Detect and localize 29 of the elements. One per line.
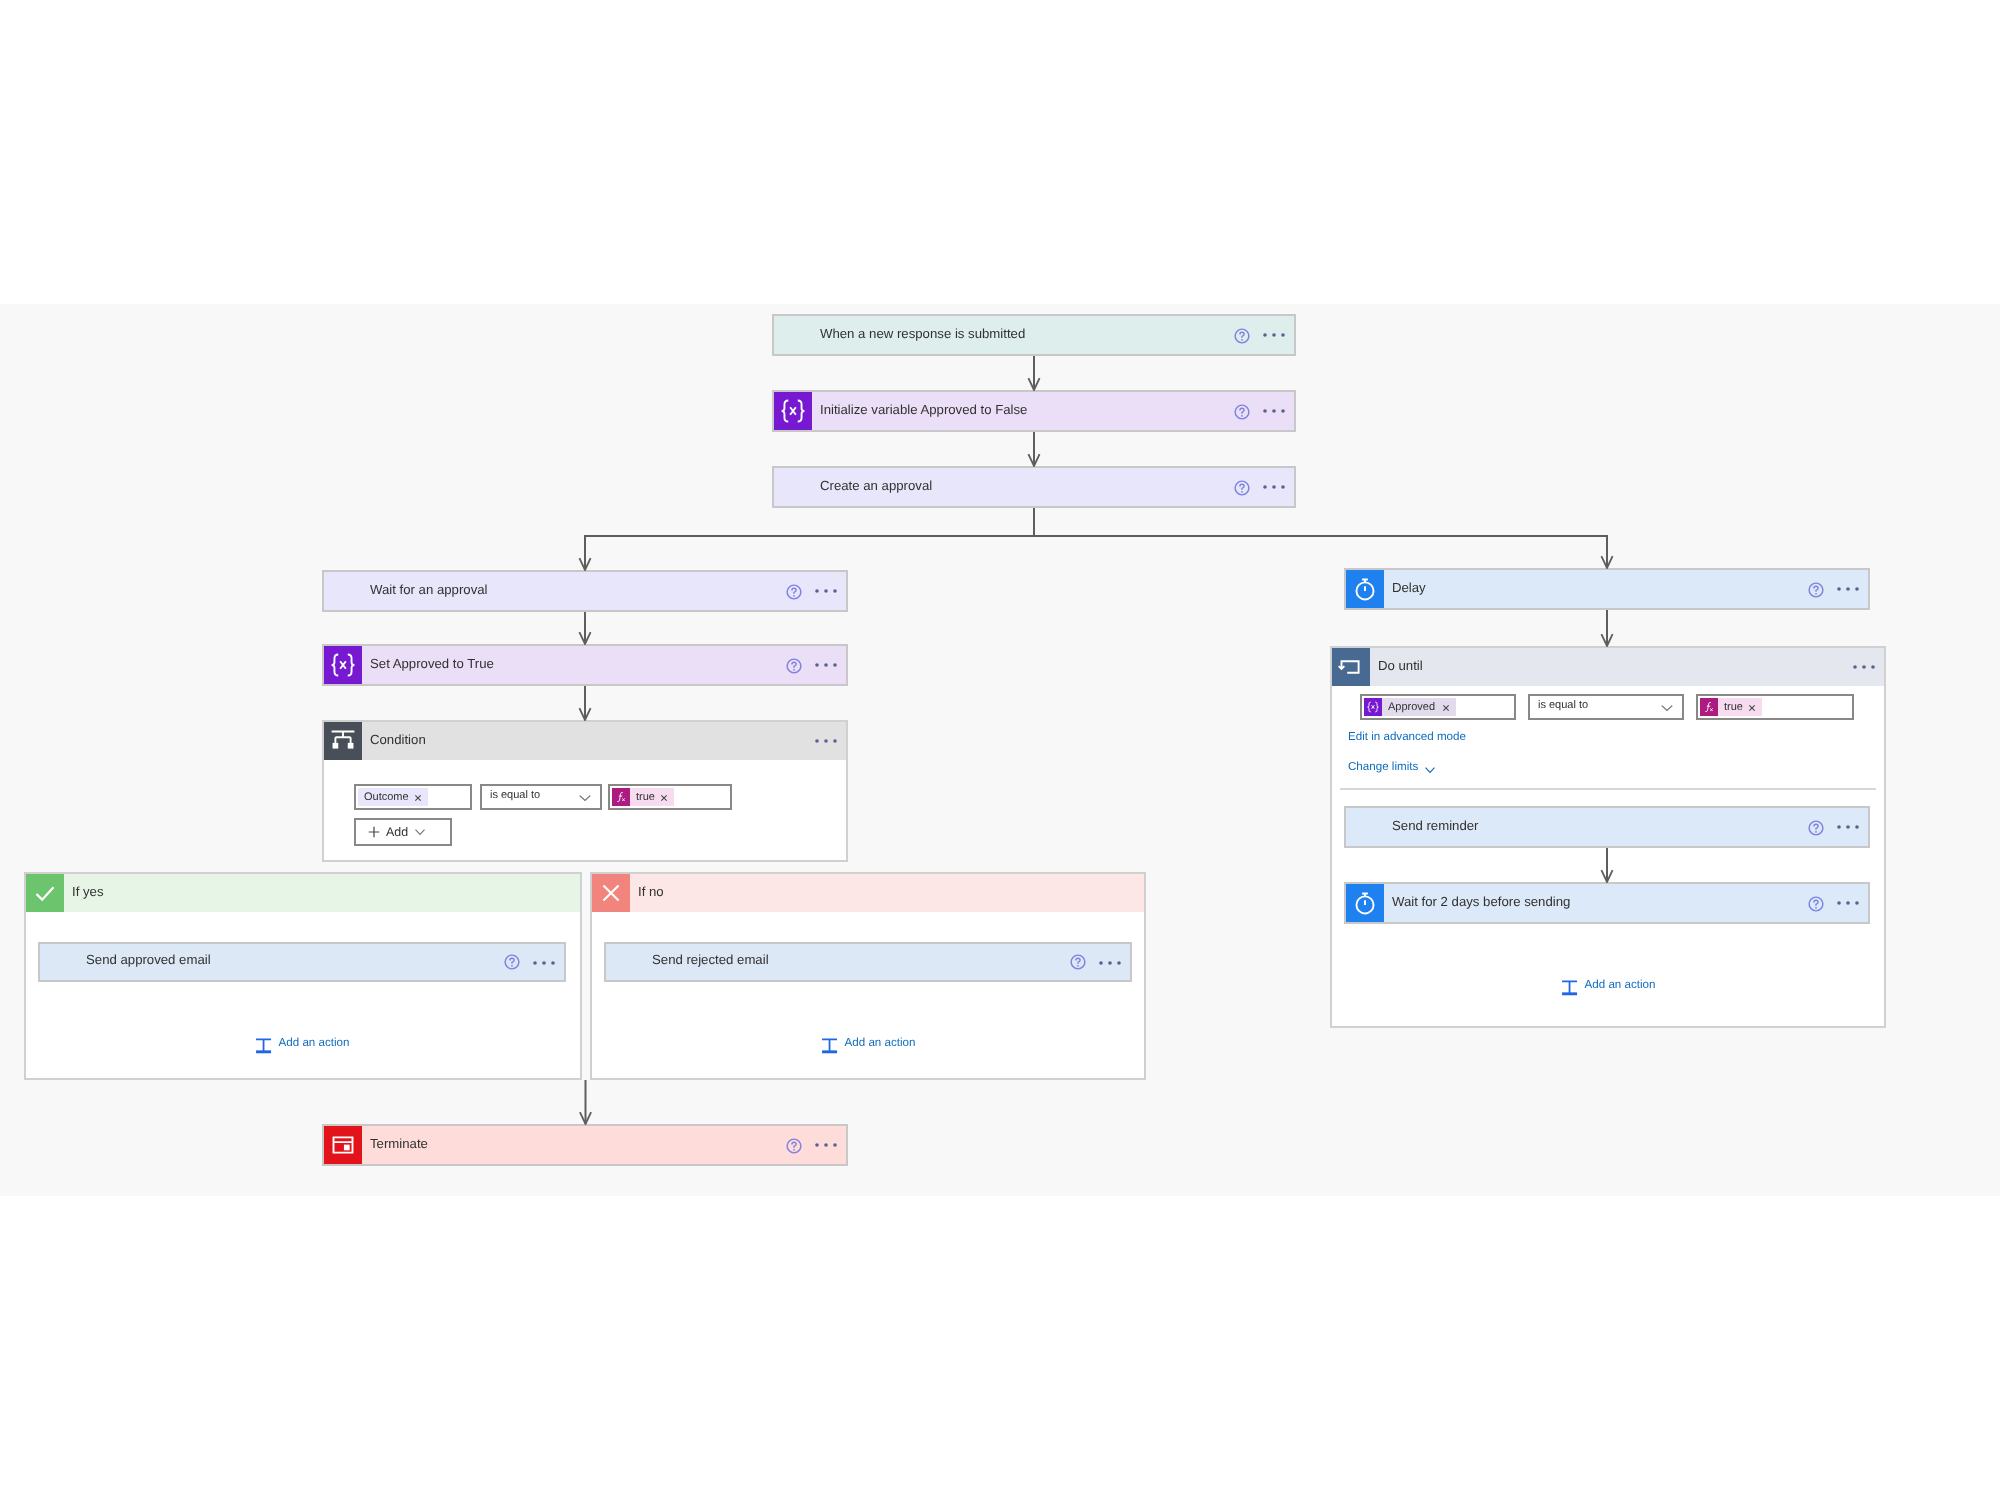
arrow: [578, 685, 592, 721]
condition-card: [322, 720, 848, 862]
action-card: [604, 942, 1132, 982]
arrow: [1027, 431, 1041, 467]
action-card: [772, 390, 1296, 432]
input-field: [1696, 694, 1854, 720]
arrow: [1600, 847, 1614, 883]
action-card: [772, 314, 1296, 356]
arrow: [1600, 609, 1614, 647]
branch-card: [24, 872, 582, 1080]
input-field: [608, 784, 732, 810]
dropdown-field: [1528, 694, 1684, 720]
action-card: [1344, 806, 1870, 848]
action-card: [1344, 882, 1870, 924]
action-card: [38, 942, 566, 982]
input-field: [354, 784, 472, 810]
action-card: [772, 466, 1296, 508]
arrow: [579, 1079, 592, 1125]
arrow: [1033, 507, 1614, 569]
dropdown-field: [480, 784, 602, 810]
branch-card: [590, 872, 1146, 1080]
arrow: [578, 611, 592, 645]
action-card: [322, 570, 848, 612]
action-card: [322, 1124, 848, 1166]
input-field: [1360, 694, 1516, 720]
action-card: [1344, 568, 1870, 610]
loop-card: [1330, 646, 1886, 1028]
arrow: [1027, 355, 1041, 391]
action-card: [322, 644, 848, 686]
